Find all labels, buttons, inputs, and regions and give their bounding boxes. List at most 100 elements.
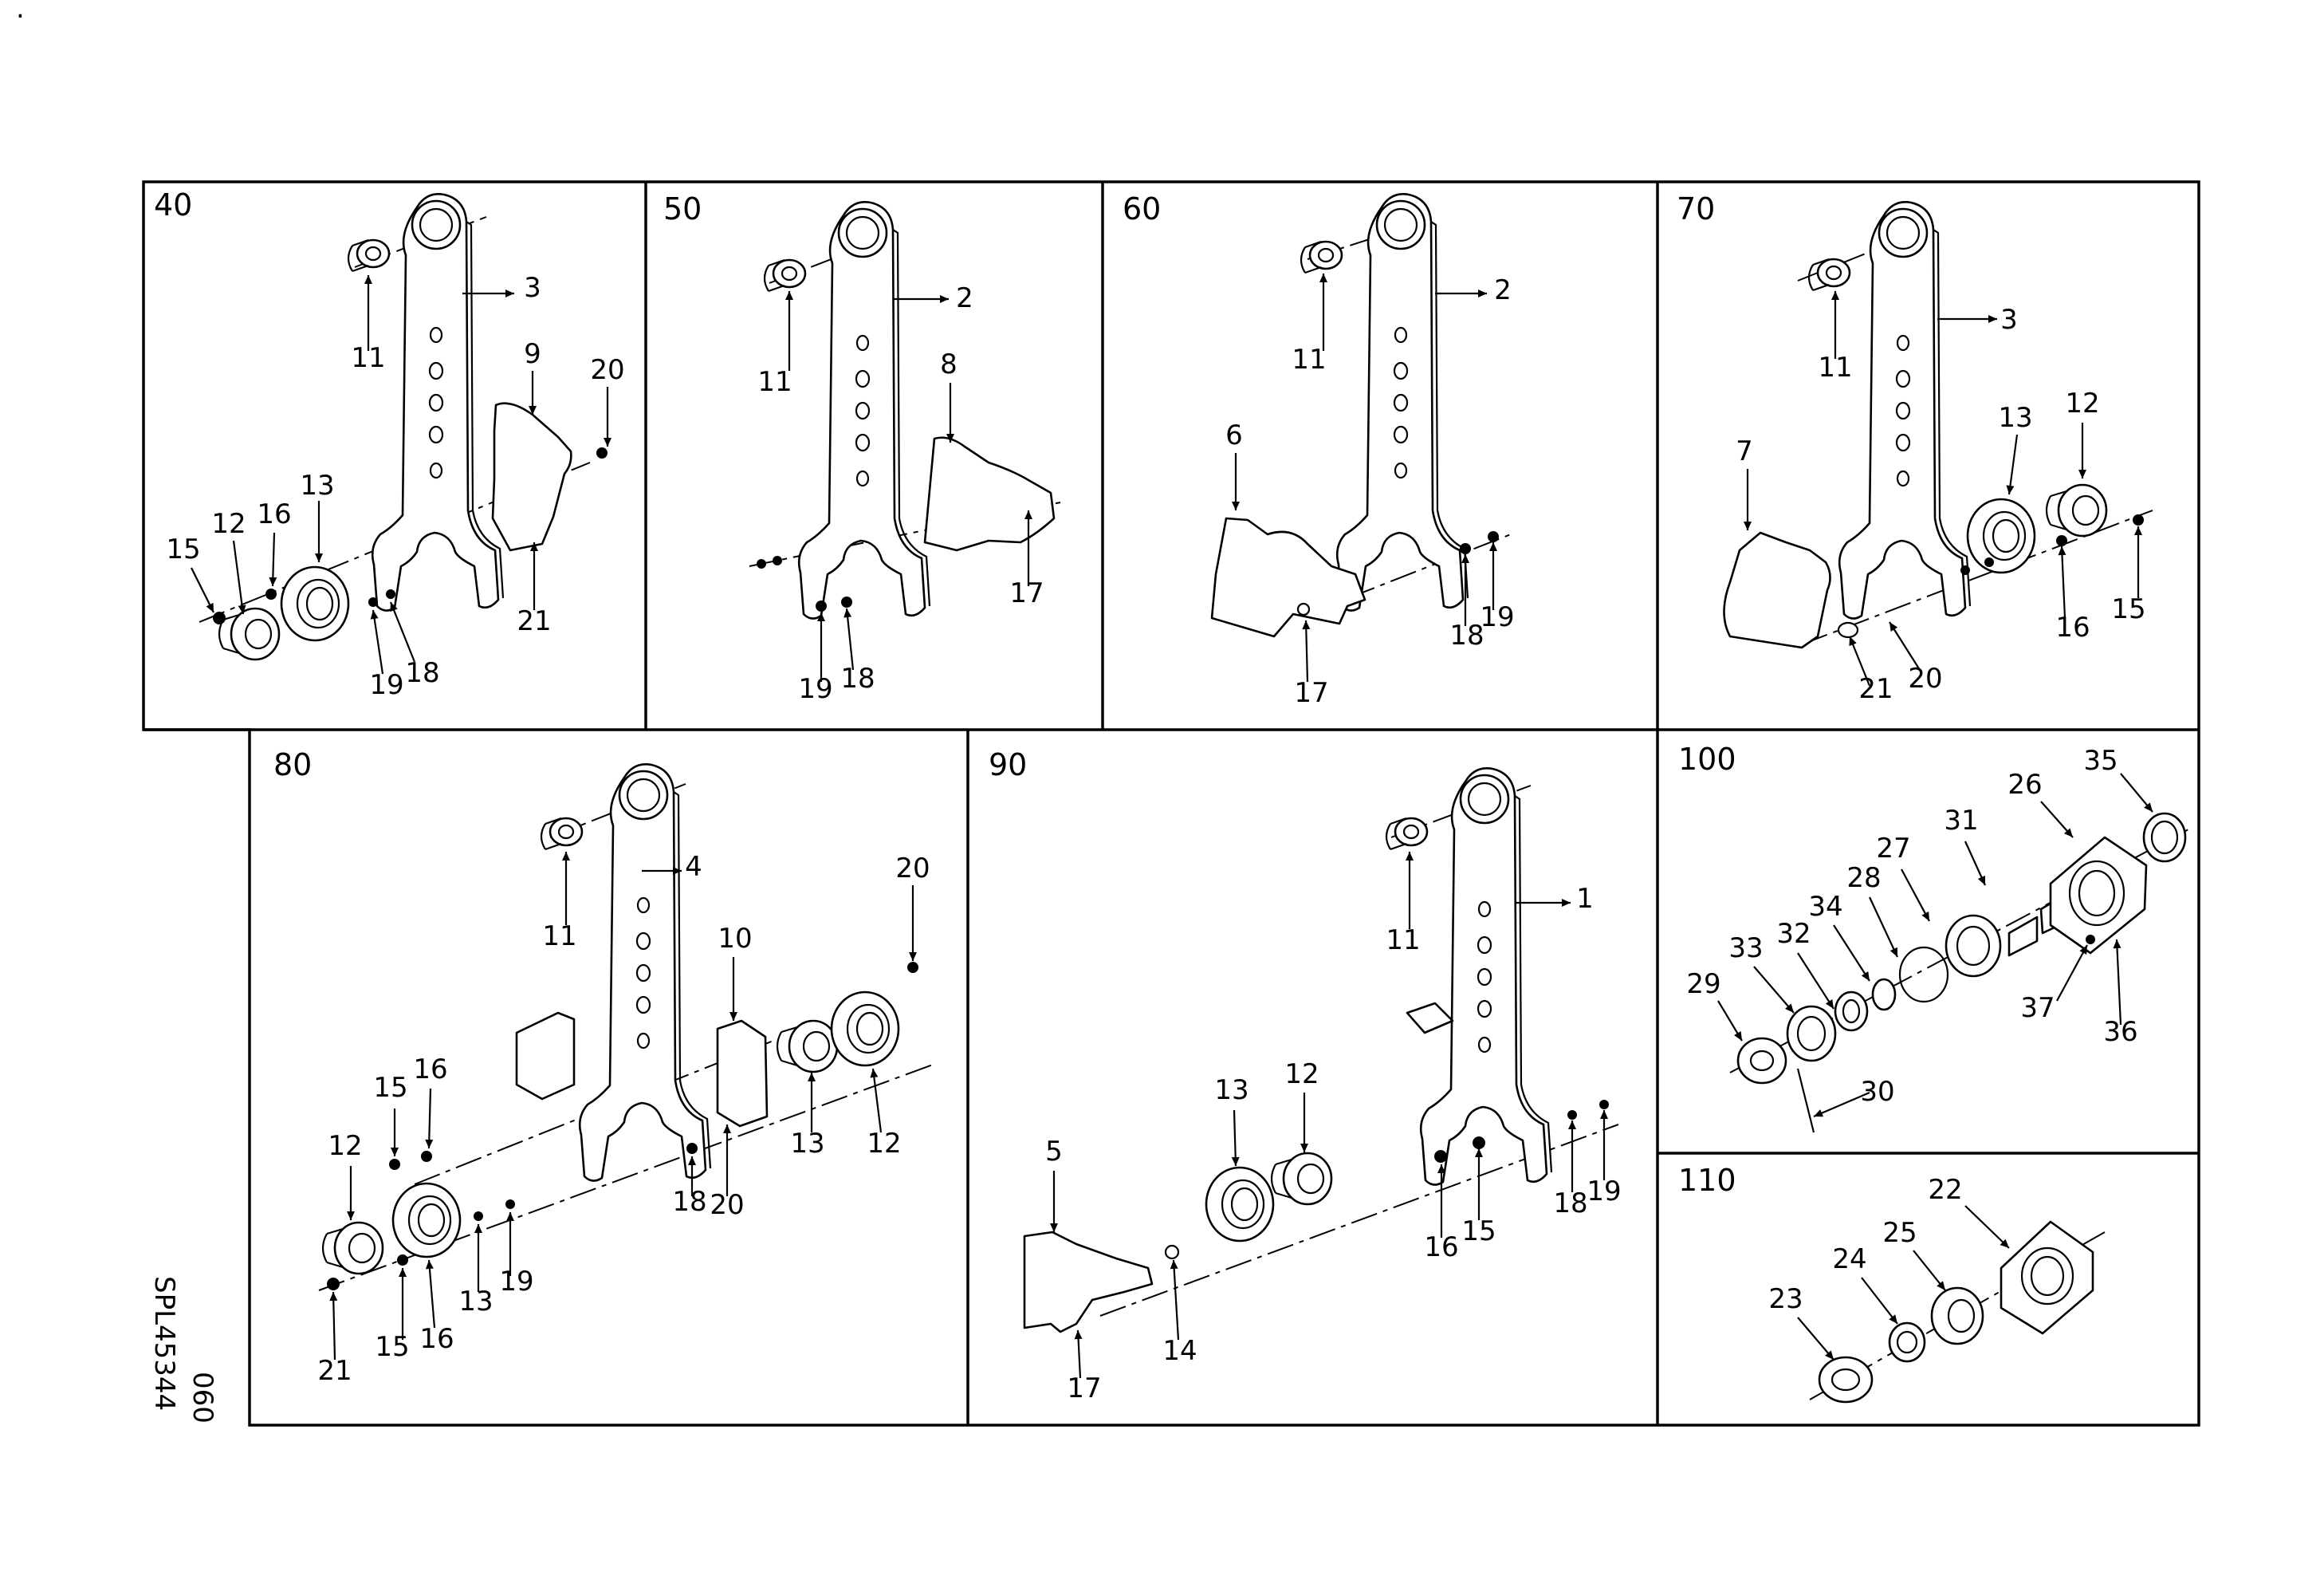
callout-number: 5: [1045, 1136, 1063, 1168]
leader-arrowhead: [1988, 315, 1997, 323]
leader-arrowhead: [729, 1012, 737, 1021]
callout-number: 11: [542, 920, 576, 952]
callout-number: 13: [300, 470, 334, 502]
callout-leader: [845, 608, 855, 671]
callout-number: 11: [1292, 344, 1326, 376]
leader-arrowhead: [1814, 1109, 1824, 1117]
callout-number: 15: [373, 1072, 407, 1104]
callout-number: 2: [956, 282, 973, 314]
callout-leader: [2060, 545, 2066, 619]
callout-number: 18: [1449, 620, 1484, 652]
callout-number: 1: [1576, 883, 1594, 915]
leader-arrowhead: [370, 610, 379, 620]
callout-leader: [332, 1291, 336, 1361]
panel-50: [749, 201, 1061, 620]
callout-number: 10: [718, 923, 752, 955]
leader-arrowhead: [364, 275, 372, 284]
callout-leader: [2056, 944, 2088, 1002]
leader-arrowhead: [870, 1069, 879, 1078]
callout-number: 12: [2065, 388, 2099, 419]
leader-arrowhead: [1889, 947, 1897, 957]
panel-label: 40: [154, 187, 192, 223]
panel-label: 100: [1678, 742, 1736, 777]
callout-number: 15: [2111, 593, 2145, 625]
callout-leader: [1797, 952, 1834, 1010]
callout-number: 21: [317, 1355, 352, 1387]
callout-number: 21: [517, 605, 551, 637]
leader-arrowhead: [1437, 1164, 1445, 1173]
callout-number: 17: [1294, 677, 1328, 709]
leader-arrowhead: [1744, 522, 1752, 530]
leader-arrowhead: [2063, 828, 2073, 837]
leader-arrowhead: [269, 577, 277, 586]
callout-number: 18: [1553, 1187, 1587, 1219]
leader-arrowhead: [1568, 1120, 1576, 1129]
panel-label: 90: [989, 747, 1027, 782]
callout-number: 22: [1928, 1174, 1962, 1206]
leader-arrowhead: [1825, 1350, 1834, 1360]
panel-100: [1729, 812, 2189, 1133]
panel-110: [1809, 1220, 2106, 1404]
leader-arrowhead: [2006, 485, 2015, 494]
callout-number: 20: [590, 354, 624, 386]
callout-leader: [1861, 1277, 1898, 1325]
leader-arrowhead: [1475, 1148, 1483, 1157]
leader-arrowhead: [315, 553, 323, 562]
callout-number: 4: [685, 851, 702, 883]
callout-leader: [1833, 924, 1870, 982]
callout-number: 33: [1728, 932, 1763, 964]
callout-number: 13: [1998, 402, 2032, 434]
leader-arrowhead: [347, 1211, 355, 1220]
callout-leader: [1753, 966, 1795, 1014]
callout-leader: [1889, 621, 1921, 671]
leader-arrowhead: [238, 605, 246, 614]
callout-number: 14: [1162, 1335, 1197, 1367]
leader-arrowhead: [1319, 274, 1327, 282]
leader-arrowhead: [2058, 546, 2066, 556]
leader-arrowhead: [329, 1292, 338, 1302]
callout-leader: [1304, 620, 1309, 683]
callout-number: 34: [1808, 891, 1842, 923]
leader-arrowhead: [1889, 622, 1898, 632]
callout-number: 11: [1386, 924, 1420, 956]
panel-label: 70: [1677, 191, 1715, 226]
callout-number: 12: [328, 1130, 362, 1162]
callout-leader: [1848, 636, 1871, 687]
callout-leader: [372, 609, 384, 675]
side-code-line2: 060: [187, 1372, 218, 1424]
callout-number: 29: [1686, 968, 1720, 1000]
callout-number: 15: [1461, 1215, 1496, 1247]
leader-arrowhead: [2079, 945, 2087, 955]
leader-arrowhead: [817, 612, 825, 621]
leader-arrowhead: [785, 291, 793, 300]
callout-number: 20: [1908, 663, 1942, 695]
callout-number: 24: [1832, 1243, 1866, 1275]
callout-number: 28: [1846, 862, 1881, 894]
callout-number: 20: [895, 853, 930, 884]
callout-leader: [427, 1259, 436, 1329]
leader-arrowhead: [1861, 971, 1870, 981]
callout-number: 27: [1876, 833, 1910, 864]
callout-number: 19: [499, 1266, 533, 1298]
callout-number: 19: [798, 673, 832, 705]
panel-label: 110: [1678, 1163, 1736, 1198]
callout-number: 30: [1860, 1076, 1894, 1108]
callout-number: 32: [1776, 918, 1811, 950]
leader-arrowhead: [1302, 620, 1311, 630]
leader-arrowhead: [399, 1268, 407, 1277]
leader-arrowhead: [505, 289, 514, 297]
leader-arrowhead: [2078, 470, 2086, 478]
leader-arrowhead: [1300, 1144, 1308, 1152]
callout-number: 16: [257, 498, 291, 530]
leader-arrowhead: [1831, 291, 1839, 300]
panel-90: [1023, 767, 1619, 1333]
callout-number: 18: [840, 663, 875, 695]
leader-arrowhead: [1231, 1156, 1240, 1166]
callout-number: 3: [524, 272, 541, 304]
leader-arrowhead: [808, 1073, 816, 1081]
callout-number: 19: [1480, 601, 1514, 633]
leader-arrowhead: [1461, 554, 1469, 563]
callout-number: 8: [940, 349, 958, 380]
callout-number: 15: [375, 1331, 409, 1363]
